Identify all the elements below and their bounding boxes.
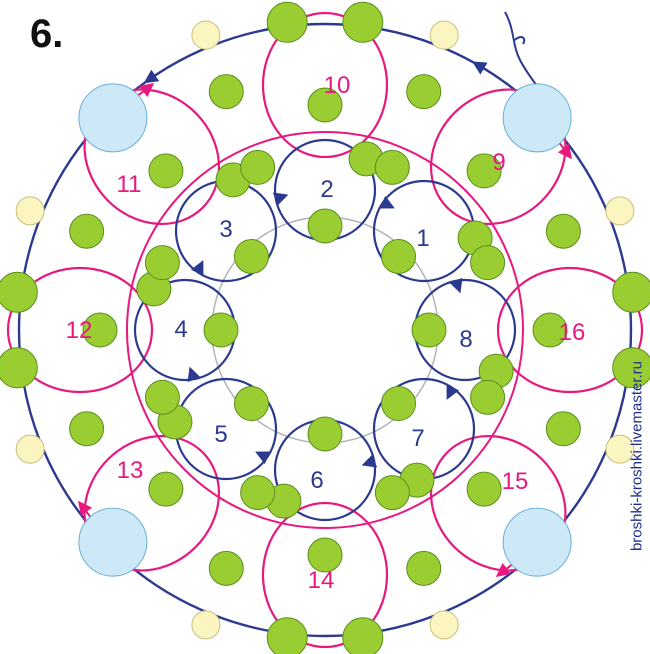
- inner-thread-arrow: [190, 260, 204, 276]
- watermark-text: broshki-kroshki.livemaster.ru: [628, 360, 646, 552]
- label-inner-5: 5: [214, 421, 227, 448]
- green-bead-outer: [342, 1, 384, 43]
- frame-thread-arrow: [471, 61, 488, 75]
- yellow-bead: [191, 20, 221, 50]
- inner-thread-arrow: [255, 451, 271, 465]
- outer-frame-thread: [17, 22, 633, 638]
- label-outer-16: 16: [559, 319, 586, 346]
- green-bead-middle: [470, 379, 506, 415]
- label-outer-13: 13: [117, 457, 144, 484]
- outer-thread-loop: [496, 266, 644, 394]
- green-bead-middle: [240, 475, 276, 511]
- green-bead-middle: [374, 149, 410, 185]
- green-bead-middle: [144, 379, 180, 415]
- green-bead-outer: [0, 347, 38, 389]
- label-inner-8: 8: [459, 326, 472, 353]
- blue-bead: [78, 83, 148, 153]
- inner-thread-arrow: [449, 277, 463, 294]
- green-bead-middle: [374, 475, 410, 511]
- outer-thread-loop: [261, 501, 389, 649]
- green-bead-petal: [406, 550, 442, 586]
- green-bead-inner: [233, 386, 269, 422]
- green-bead-outer: [266, 1, 308, 43]
- label-outer-11: 11: [117, 171, 142, 198]
- inner-thread-arrow: [272, 192, 289, 206]
- label-inner-4: 4: [174, 316, 187, 343]
- green-bead-outer: [342, 617, 384, 654]
- inner-thread-arrow: [379, 195, 395, 209]
- green-bead-inner: [307, 416, 343, 452]
- green-bead-middle: [144, 245, 180, 281]
- yellow-bead: [15, 196, 45, 226]
- green-bead-petal: [545, 213, 581, 249]
- label-inner-7: 7: [411, 425, 424, 452]
- green-bead-inner: [381, 238, 417, 274]
- green-bead-petal: [406, 74, 442, 110]
- green-bead-petal: [466, 153, 502, 189]
- label-outer-15: 15: [502, 468, 529, 495]
- label-inner-6: 6: [310, 467, 323, 494]
- green-bead-inner: [381, 386, 417, 422]
- green-bead-petal: [69, 411, 105, 447]
- blue-bead: [502, 507, 572, 577]
- inner-thread-arrow: [446, 384, 460, 400]
- green-bead-petal: [466, 471, 502, 507]
- frame-thread-arrow: [143, 69, 160, 84]
- green-bead-petal: [307, 537, 343, 573]
- green-bead-outer: [612, 271, 650, 313]
- inner-thread-arrow: [187, 366, 201, 383]
- label-inner-1: 1: [416, 225, 429, 252]
- yellow-bead: [429, 20, 459, 50]
- label-outer-12: 12: [66, 317, 93, 344]
- outer-thread-connector: [126, 131, 524, 529]
- yellow-bead: [605, 434, 635, 464]
- green-bead-inner: [233, 238, 269, 274]
- green-bead-petal: [532, 312, 568, 348]
- green-bead-petal: [148, 153, 184, 189]
- green-bead-inner: [203, 312, 239, 348]
- green-bead-petal: [82, 312, 118, 348]
- blue-bead: [502, 83, 572, 153]
- green-bead-petal: [545, 411, 581, 447]
- green-bead-petal: [148, 471, 184, 507]
- yellow-bead: [15, 434, 45, 464]
- thread-knot: [514, 36, 526, 45]
- green-bead-outer: [266, 617, 308, 654]
- yellow-bead: [429, 610, 459, 640]
- green-bead-outer: [612, 347, 650, 389]
- label-inner-2: 2: [320, 176, 333, 203]
- label-outer-14: 14: [308, 567, 335, 594]
- green-bead-petal: [307, 87, 343, 123]
- inner-thread-arrow: [361, 454, 378, 468]
- outer-thread-loop: [261, 11, 389, 159]
- green-bead-middle: [240, 149, 276, 185]
- label-inner-3: 3: [219, 216, 232, 243]
- green-bead-outer: [0, 271, 38, 313]
- green-bead-petal: [69, 213, 105, 249]
- step-number: 6.: [30, 12, 64, 56]
- outer-thread-loop: [6, 266, 154, 394]
- yellow-bead: [605, 196, 635, 226]
- yellow-bead: [191, 610, 221, 640]
- green-bead-inner: [411, 312, 447, 348]
- green-bead-petal: [208, 74, 244, 110]
- green-bead-inner: [307, 208, 343, 244]
- green-bead-middle: [470, 245, 506, 281]
- watermark: broshki-kroshki.livemaster.ru: [628, 266, 646, 646]
- green-bead-petal: [208, 550, 244, 586]
- label-outer-9: 9: [492, 149, 505, 176]
- blue-bead: [78, 507, 148, 577]
- label-outer-10: 10: [324, 72, 351, 99]
